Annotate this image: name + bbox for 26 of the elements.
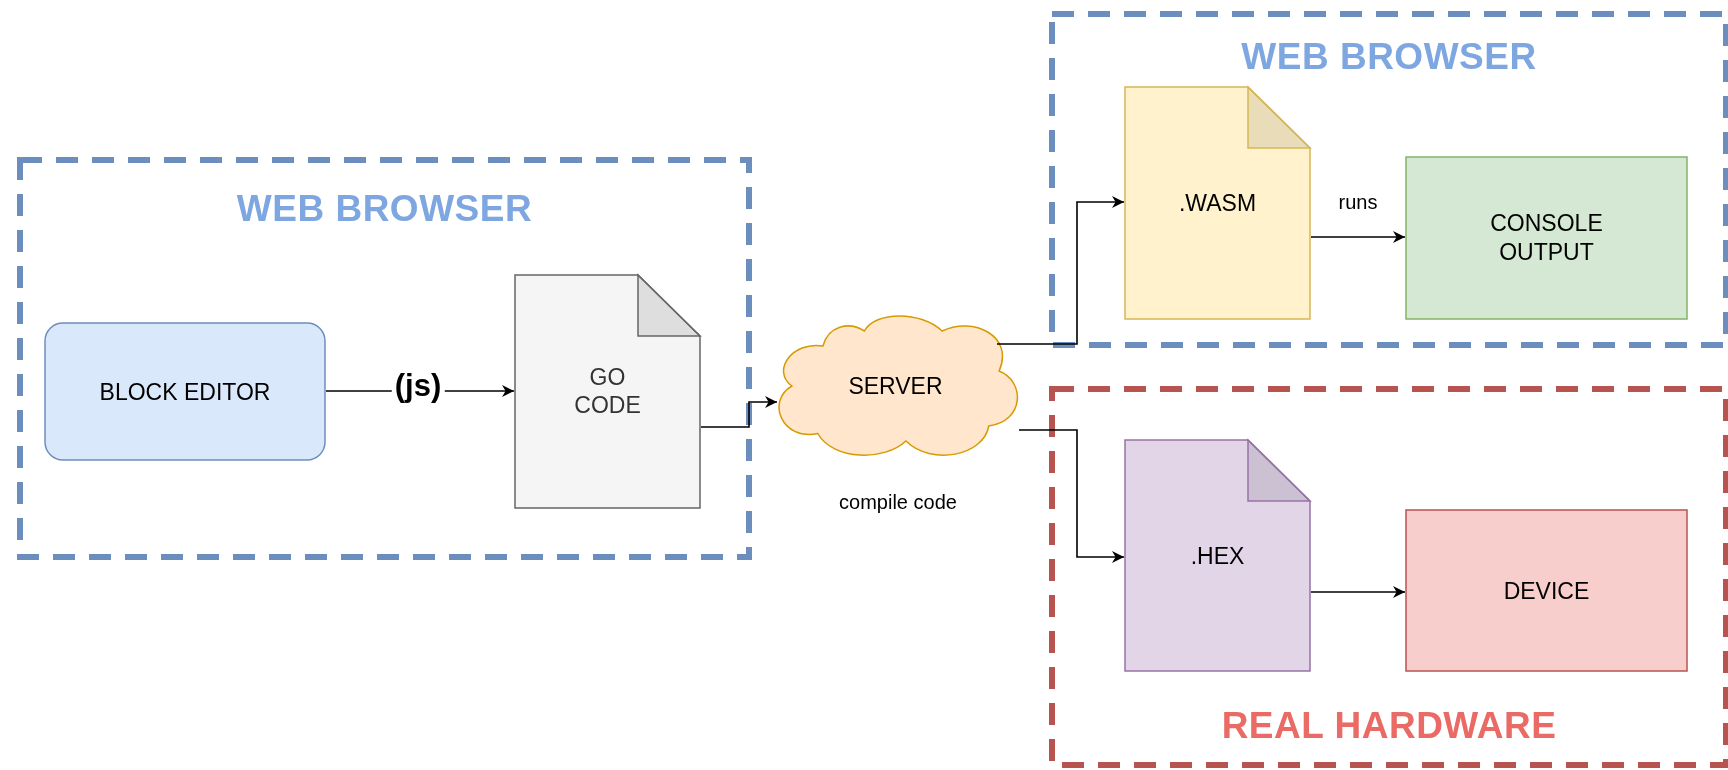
- group-title: WEB BROWSER: [1240, 36, 1538, 78]
- node-label: BLOCK EDITOR: [98, 377, 272, 406]
- group-frame: [1052, 14, 1726, 345]
- group-title: REAL HARDWARE: [1220, 705, 1558, 747]
- arrow: [1018, 429, 1125, 563]
- node-label: .WASM: [1177, 188, 1258, 218]
- node-caption: compile code: [839, 490, 957, 514]
- arrow: [1310, 231, 1406, 243]
- arrow: [996, 196, 1125, 345]
- document-shape: [514, 274, 701, 509]
- document-shape: [1124, 439, 1311, 672]
- process-box: [44, 322, 326, 461]
- node-label: GO CODE: [573, 362, 642, 421]
- process-box: [1405, 509, 1688, 672]
- edge-label: runs: [1337, 190, 1379, 214]
- arrow: [700, 396, 778, 428]
- node-label: DEVICE: [1502, 576, 1591, 605]
- document-shape: [1124, 86, 1311, 320]
- node-label: SERVER: [847, 371, 944, 401]
- group-frame: [20, 160, 749, 557]
- process-box: [1405, 156, 1688, 320]
- node-label: .HEX: [1189, 541, 1246, 570]
- group-title: WEB BROWSER: [235, 188, 534, 230]
- node-label: CONSOLE OUTPUT: [1489, 209, 1604, 267]
- group-frame: [1052, 389, 1726, 765]
- arrow: [1310, 586, 1406, 598]
